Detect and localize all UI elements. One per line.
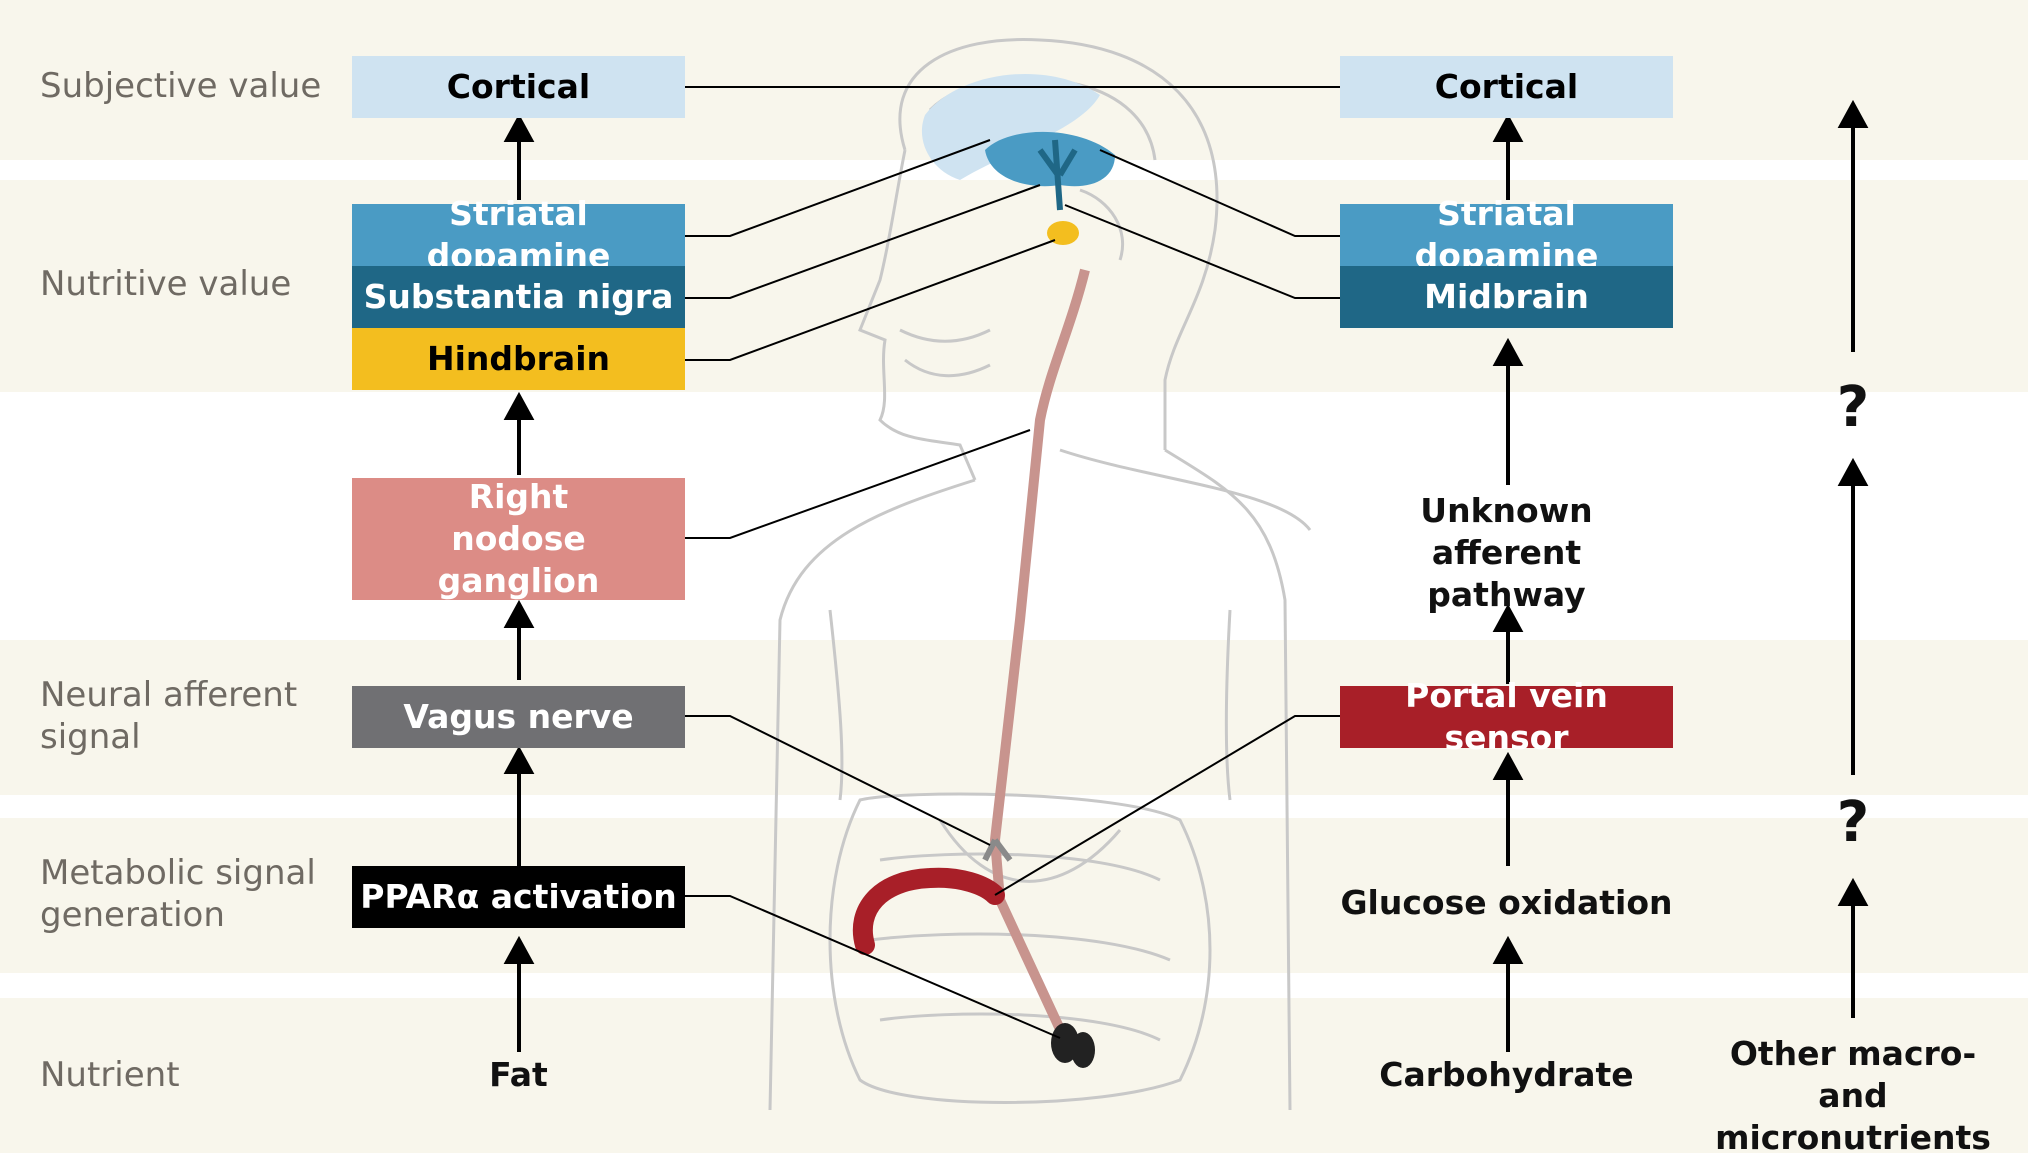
right-unknown-afferent-pathway-label: Unknown afferent pathway — [1340, 490, 1673, 616]
other-nutrients-label: Other macro- and micronutrients — [1690, 1033, 2016, 1159]
left-cortical-box: Cortical — [352, 56, 685, 118]
unknown-question-mark-lower: ? — [1823, 790, 1883, 855]
right-cortical-box: Cortical — [1340, 56, 1673, 118]
row-label-metabolic: Metabolic signal generation — [40, 852, 340, 936]
row-label-subjective: Subjective value — [40, 65, 340, 107]
left-substantia-nigra-box: Substantia nigra — [352, 266, 685, 328]
left-hindbrain-box: Hindbrain — [352, 328, 685, 390]
right-carbohydrate-label: Carbohydrate — [1340, 1054, 1673, 1096]
left-ppar-activation-box: PPARα activation — [352, 866, 685, 928]
row-label-nutritive: Nutritive value — [40, 263, 340, 305]
left-striatal-dopamine-box: Striatal dopamine — [352, 204, 685, 266]
row-label-nutrient: Nutrient — [40, 1054, 340, 1096]
right-midbrain-box: Midbrain — [1340, 266, 1673, 328]
row-label-neural: Neural afferent signal — [40, 674, 300, 758]
unknown-question-mark-upper: ? — [1823, 375, 1883, 440]
right-striatal-dopamine-box: Striatal dopamine — [1340, 204, 1673, 266]
right-portal-vein-sensor-box: Portal vein sensor — [1340, 686, 1673, 748]
left-fat-label: Fat — [352, 1054, 685, 1096]
left-vagus-nerve-box: Vagus nerve — [352, 686, 685, 748]
left-right-nodose-ganglion-box: Right nodose ganglion — [352, 478, 685, 600]
right-glucose-oxidation-label: Glucose oxidation — [1320, 882, 1693, 924]
